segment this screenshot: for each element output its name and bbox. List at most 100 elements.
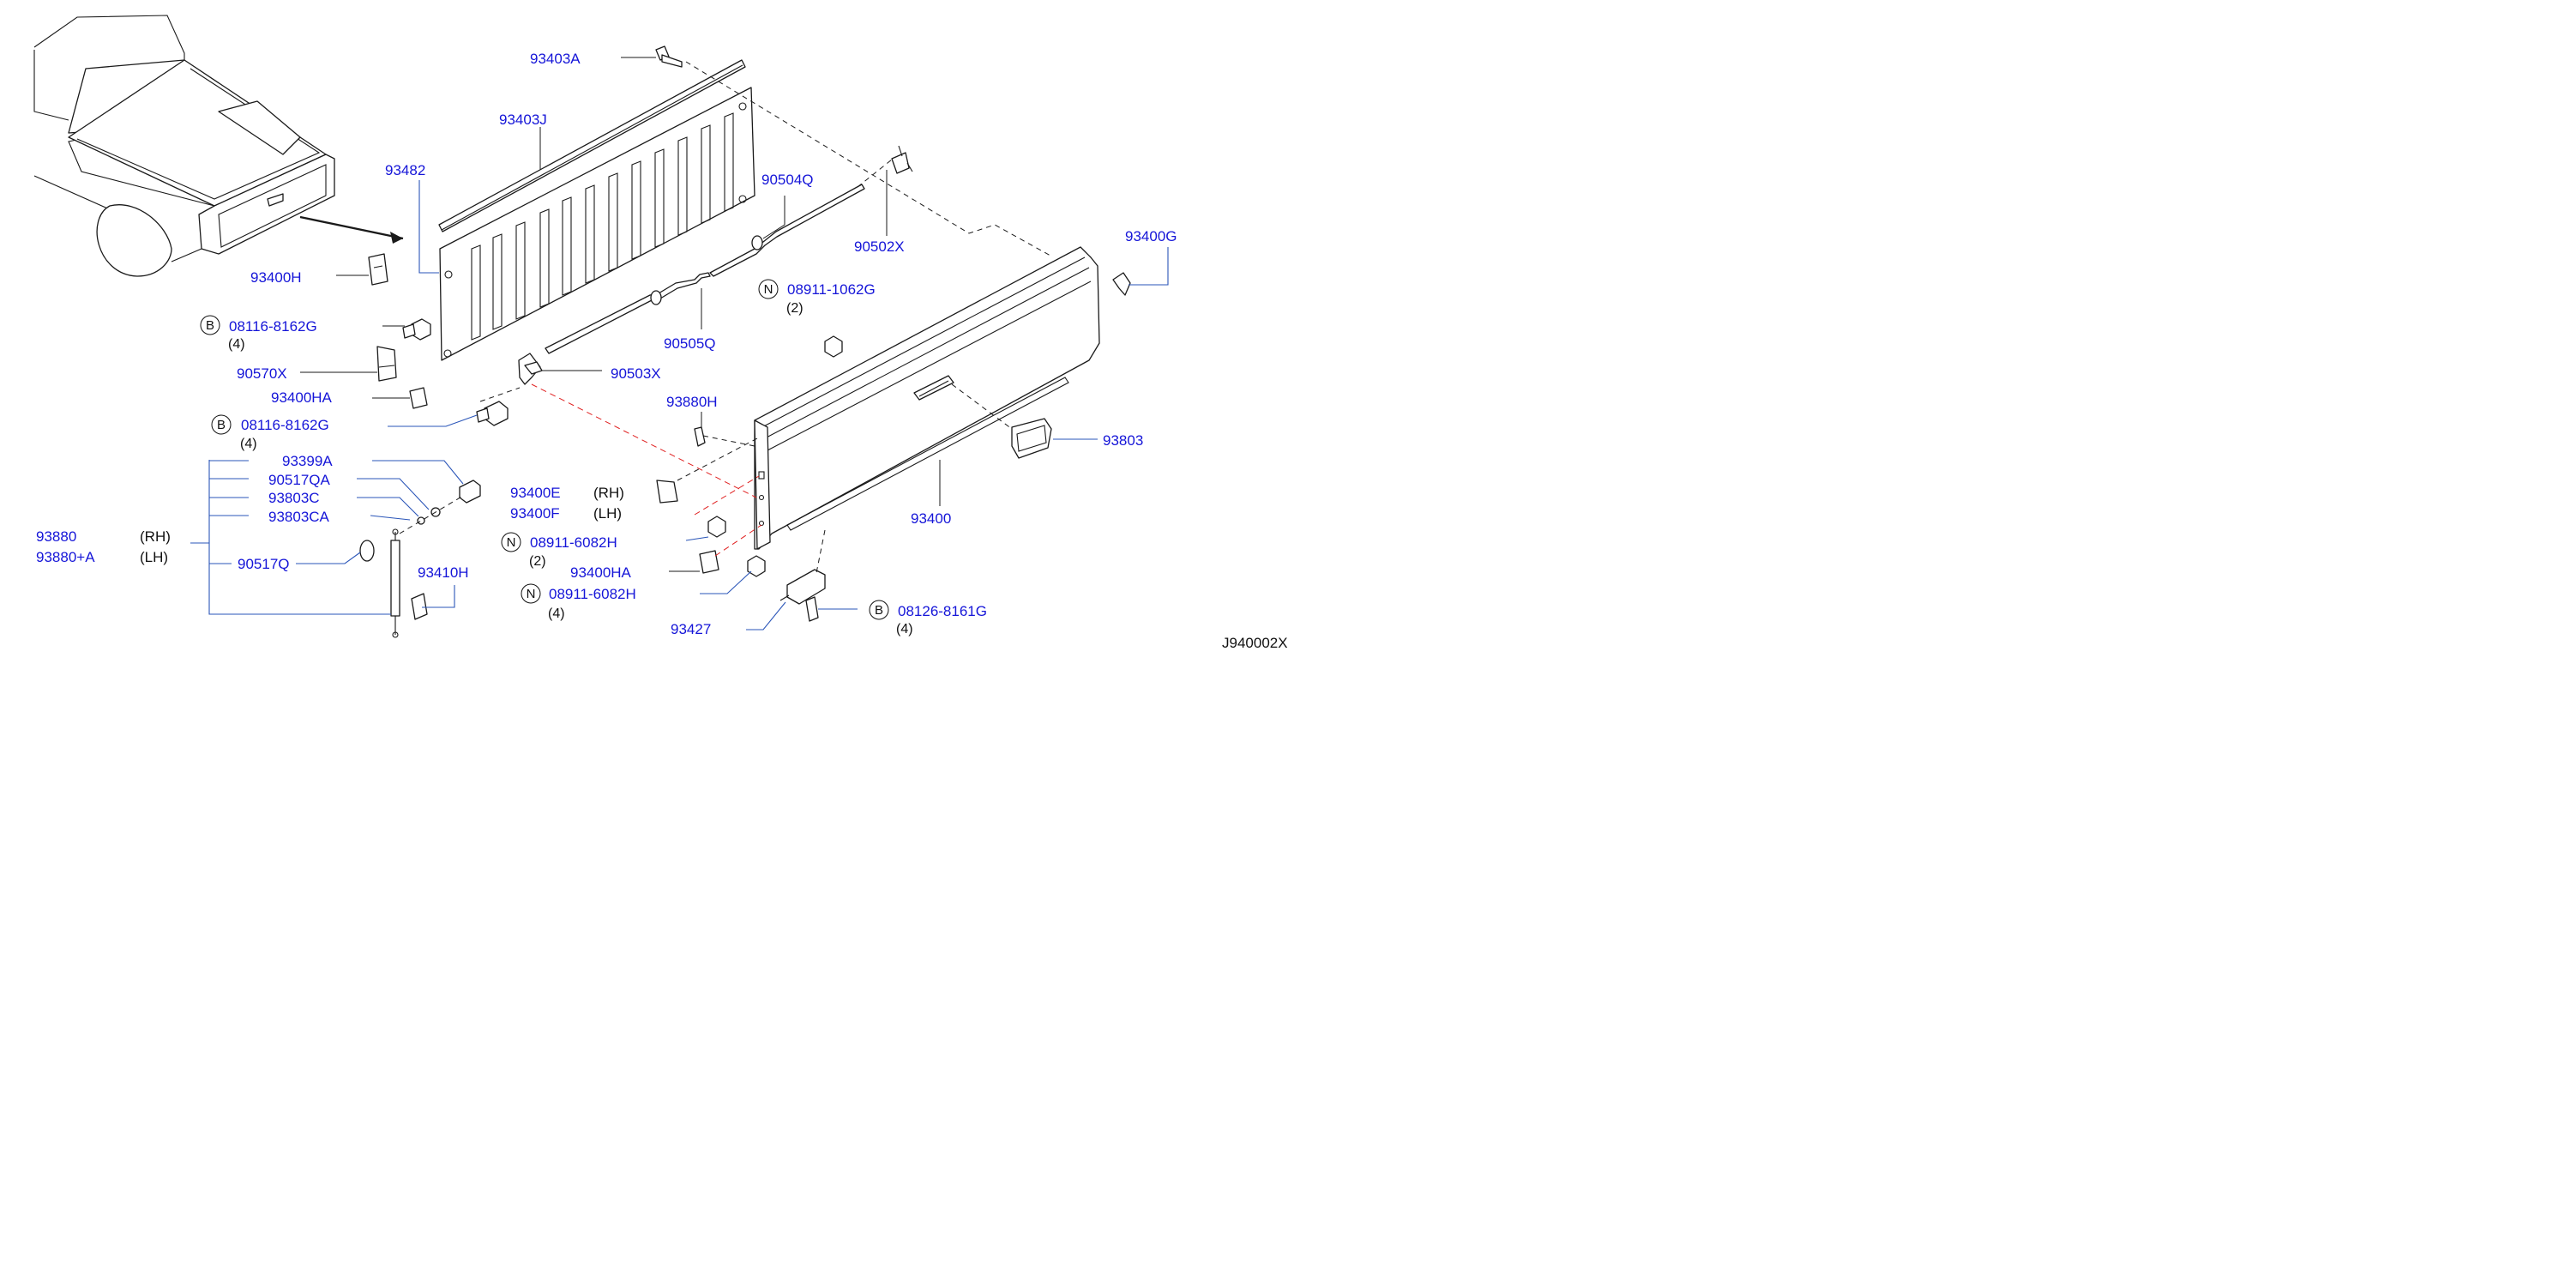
inner-panel [439,87,755,361]
callout-08126-8161g[interactable]: B 08126-8161G (4) [869,600,987,636]
b-prefix-icon [200,315,220,335]
latch-90503x [518,353,543,385]
callout-90505q[interactable]: 90505Q [664,335,716,352]
n-prefix-icon [501,532,521,552]
part-number-93803[interactable]: 93803 [1103,432,1143,449]
handle-93803 [1011,418,1052,459]
side-rh: (RH) [593,485,624,501]
part-number-93880[interactable]: 93880 [36,528,76,545]
callout-90517q[interactable]: 90517Q [238,556,290,572]
callout-93803ca[interactable]: 93803CA [268,509,330,525]
callout-90517qa[interactable]: 90517QA [268,472,330,488]
part-number-93399a[interactable]: 93399A [282,453,333,469]
part-number-93880h[interactable]: 93880H [666,394,718,410]
part-number-93803c[interactable]: 93803C [268,490,320,506]
quantity: (4) [896,622,913,636]
part-number-93400f[interactable]: 93400F [510,505,560,522]
part-number-90517qa[interactable]: 90517QA [268,472,330,488]
callout-93403a[interactable]: 93403A [530,51,581,67]
prefix-letter: N [764,282,773,297]
part-number-90517q[interactable]: 90517Q [238,556,290,572]
callout-93803c[interactable]: 93803C [268,490,320,506]
part-number-93880-a[interactable]: 93880+A [36,549,95,565]
part-number-08126-8161g[interactable]: 08126-8161G [898,603,987,619]
callout-93880h[interactable]: 93880H [666,394,718,410]
part-number-90502x[interactable]: 90502X [854,238,905,255]
side-lh: (LH) [140,549,168,565]
part-number-93400[interactable]: 93400 [911,510,951,527]
prefix-letter: B [206,318,214,333]
prefix-letter: N [527,587,536,601]
part-number-93410h[interactable]: 93410H [418,564,469,581]
quantity: (4) [228,337,245,352]
part-number-90570x[interactable]: 90570X [237,365,287,382]
quantity: (4) [548,606,565,621]
truck-illustration [33,15,404,277]
small-parts-left [359,253,509,638]
part-number-08911-6082h[interactable]: 08911-6082H [530,534,617,551]
part-number-93403a[interactable]: 93403A [530,51,581,67]
part-number-93482[interactable]: 93482 [385,162,425,178]
callout-93400ha-upper[interactable]: 93400HA [271,389,333,406]
callout-93400[interactable]: 93400 [911,510,951,527]
side-lh: (LH) [593,505,622,522]
callout-93400e[interactable]: 93400E 93400F (RH) (LH) [510,485,624,522]
callout-08911-6082h-b[interactable]: N 08911-6082H (4) [521,583,636,621]
quantity: (4) [240,437,257,451]
callout-90504q[interactable]: 90504Q [761,172,814,188]
top-moulding [438,59,746,232]
part-number-93427[interactable]: 93427 [671,621,711,637]
callout-93403j[interactable]: 93403J [499,112,547,128]
part-number-93403j[interactable]: 93403J [499,112,547,128]
n-prefix-icon [758,279,779,299]
part-number-93400e[interactable]: 93400E [510,485,561,501]
callout-90570x[interactable]: 90570X [237,365,287,382]
part-number-08911-6082h[interactable]: 08911-6082H [549,586,636,602]
small-parts-center [656,426,826,622]
part-number-08116-8162g[interactable]: 08116-8162G [241,417,329,433]
alignment-lines [399,61,1051,574]
clip-93400g [1112,272,1131,296]
part-number-90503x[interactable]: 90503X [611,365,661,382]
callout-90502x[interactable]: 90502X [854,238,905,255]
prefix-letter: B [217,418,226,432]
callout-93482[interactable]: 93482 [385,162,425,178]
callout-93400h[interactable]: 93400H [250,269,302,286]
part-number-93400h[interactable]: 93400H [250,269,302,286]
callout-93400ha-lower[interactable]: 93400HA [570,564,632,581]
prefix-letter: N [507,535,516,550]
part-number-93400ha[interactable]: 93400HA [271,389,333,406]
part-number-93400g[interactable]: 93400G [1125,228,1177,244]
b-prefix-icon [869,600,889,620]
n-prefix-icon [521,583,541,604]
prefix-letter: B [875,603,883,618]
callout-93427[interactable]: 93427 [671,621,711,637]
part-number-08911-1062g[interactable]: 08911-1062G [787,281,876,298]
quantity: (2) [786,301,803,316]
quantity: (2) [529,554,546,569]
callout-93399a[interactable]: 93399A [282,453,333,469]
diagram-code: J940002X [1222,635,1288,651]
nut-08911-1062g [824,335,843,358]
callout-08911-1062g[interactable]: N 08911-1062G (2) [758,279,876,316]
callout-93880[interactable]: 93880 93880+A (RH) (LH) [36,528,171,565]
part-number-08116-8162g[interactable]: 08116-8162G [229,318,317,335]
callout-93400g[interactable]: 93400G [1125,228,1177,244]
callout-08116-8162g-b[interactable]: B 08116-8162G (4) [211,414,329,451]
b-prefix-icon [211,414,232,435]
tailgate-shell [754,246,1100,550]
callout-93410h[interactable]: 93410H [418,564,469,581]
callout-08911-6082h-a[interactable]: N 08911-6082H (2) [501,532,617,569]
lock-rods [545,184,865,354]
part-number-90505q[interactable]: 90505Q [664,335,716,352]
leader-lines [190,57,1169,630]
part-number-93400ha[interactable]: 93400HA [570,564,632,581]
callout-90503x[interactable]: 90503X [611,365,661,382]
callout-08116-8162g-a[interactable]: B 08116-8162G (4) [200,315,317,352]
strap-90502x [891,145,913,174]
side-rh: (RH) [140,528,171,545]
callout-93803[interactable]: 93803 [1103,432,1143,449]
part-number-93803ca[interactable]: 93803CA [268,509,330,525]
part-number-90504q[interactable]: 90504Q [761,172,814,188]
tailgate-parts-diagram: 93403A 93403J 93482 93400H B 08116-8162G… [33,15,1288,651]
